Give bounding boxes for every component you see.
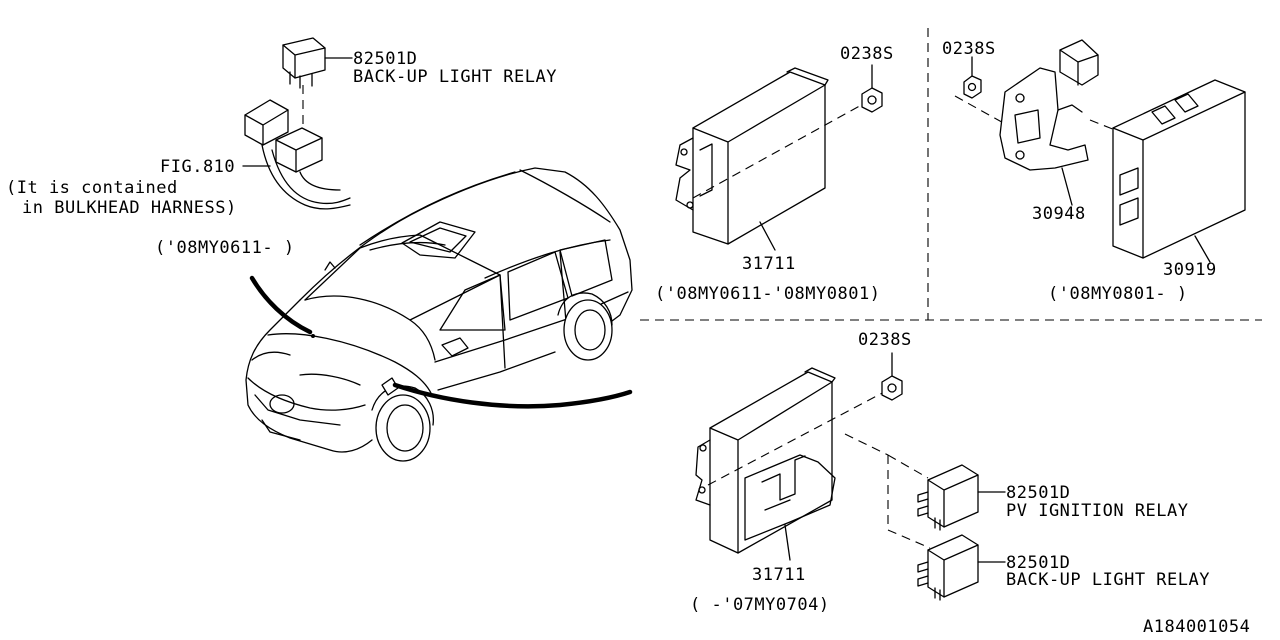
dash-ecu-a <box>692 102 866 199</box>
ecu-a-group[interactable] <box>675 64 883 251</box>
relay-top-name-label: BACK-UP LIGHT RELAY <box>353 67 557 87</box>
bracket-part-label: 30948 <box>1032 204 1086 224</box>
relay-pv-group[interactable] <box>917 464 1006 531</box>
leader-ecu-c <box>784 524 791 561</box>
dash-relay-pv <box>887 454 929 479</box>
nut-a-icon <box>861 87 883 113</box>
nut-b-icon <box>963 75 982 99</box>
car-date-range-label: ('08MY0611- ) <box>155 238 295 258</box>
fig-note-line1: (It is contained <box>6 178 178 198</box>
nut-b-label: 0238S <box>942 39 996 59</box>
relay-top-icon <box>282 37 326 89</box>
bracket-icon <box>999 39 1099 171</box>
module-group[interactable] <box>954 39 1246 263</box>
relay-bu-icon <box>917 534 979 601</box>
ecu-a-icon <box>675 67 829 245</box>
relay-top-part-label: 82501D <box>353 49 417 69</box>
leader-bracket <box>1061 167 1073 206</box>
dash-relay-branch <box>844 433 889 456</box>
nut-c-icon <box>881 375 903 401</box>
relay-bu-part-label: 82501D <box>1006 553 1070 573</box>
harness-line-hood <box>249 275 313 335</box>
module-part-label: 30919 <box>1163 260 1217 280</box>
ecu-c-range-label: ( -'07MY0704) <box>690 595 830 615</box>
fig-ref-label[interactable]: FIG.810 <box>160 157 235 177</box>
diagram-id-label: A184001054 <box>1143 617 1250 637</box>
relay-pv-part-label: 82501D <box>1006 483 1070 503</box>
relay-pv-name-label: PV IGNITION RELAY <box>1006 501 1189 521</box>
harness-line-side <box>392 382 633 409</box>
relay-bu-name-label: BACK-UP LIGHT RELAY <box>1006 570 1210 590</box>
ecu-a-part-label: 31711 <box>742 254 796 274</box>
relay-top-group[interactable] <box>242 37 353 210</box>
nut-a-label: 0238S <box>840 44 894 64</box>
module-range-label: ('08MY0801- ) <box>1048 284 1188 304</box>
harness-connector-icon <box>244 99 351 210</box>
ecu-c-icon <box>695 367 836 554</box>
nut-c-label: 0238S <box>858 330 912 350</box>
ecu-c-part-label: 31711 <box>752 565 806 585</box>
vehicle-illustration <box>245 167 633 462</box>
ecu-c-group[interactable] <box>695 352 931 561</box>
dash-ecu-c <box>707 389 889 486</box>
relay-pv-icon <box>917 464 979 531</box>
leader-module <box>1194 235 1211 263</box>
ecu-a-range-label: ('08MY0611-'08MY0801) <box>655 284 880 304</box>
fig-note-line2: in BULKHEAD HARNESS) <box>22 198 237 218</box>
leader-ecu-a <box>759 221 776 251</box>
relay-bu-group[interactable] <box>917 534 1006 601</box>
dash-bracket <box>1089 119 1121 133</box>
module-icon <box>1112 79 1246 259</box>
dash-relay-bu <box>887 529 931 549</box>
